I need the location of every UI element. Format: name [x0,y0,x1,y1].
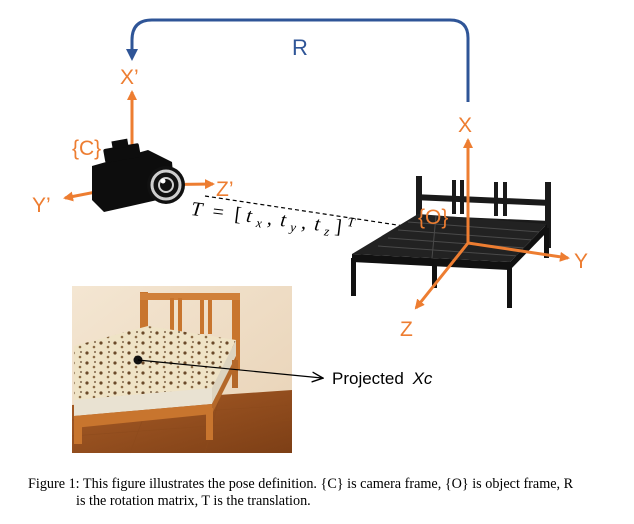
translation-equation: T = [ t x , t y , t z ] T [189,195,357,244]
eq-T: T [190,198,206,221]
bed-model [351,176,551,308]
projected-label: Projected Xc [332,369,433,388]
object-axis-y-label: Y [574,250,588,273]
eq-tz: t [313,213,322,236]
camera-frame-label: {C} [72,137,101,160]
eq-tz-sub: z [322,223,330,239]
object-axis-z-label: Z [400,318,413,341]
rotation-arrow [126,18,470,102]
camera-axis-z-label: Z’ [216,178,234,201]
object-axis-x-label: X [458,114,472,137]
eq-tx-sub: x [254,215,263,231]
camera-icon [92,138,185,212]
eq-comma-2: , [300,212,308,234]
projected-variable: Xc [412,369,433,388]
eq-equals: = [211,201,225,224]
eq-lbracket: [ [233,203,242,226]
eq-ty-sub: y [287,219,297,235]
bedroom-photo [71,286,293,454]
svg-text:T = [ t: T = [ t x , t y , t z ] T [189,195,356,244]
translation-dashed-line [204,195,471,237]
projected-text: Projected [332,369,404,388]
projection-arrow [137,359,322,378]
object-frame-label: {O} [418,206,448,229]
camera-axis-y-label: Y’ [32,194,51,217]
figure-caption: Figure 1: This figure illustrates the po… [28,476,612,510]
rotation-label: R [292,35,308,60]
eq-rbracket: ] [334,216,343,239]
eq-tx: t [245,205,254,228]
object-axes [414,138,570,310]
eq-ty: t [279,209,288,232]
pose-figure: R X’ Y’ Z’ {C} T = [ t x , t y , t z [32,18,588,454]
caption-line-1: Figure 1: This figure illustrates the po… [28,476,574,492]
camera-axis-x-label: X’ [120,66,139,89]
eq-sup-T: T [346,214,356,230]
eq-comma-1: , [266,207,274,229]
caption-line-2: is the rotation matrix, T is the transla… [76,493,311,509]
